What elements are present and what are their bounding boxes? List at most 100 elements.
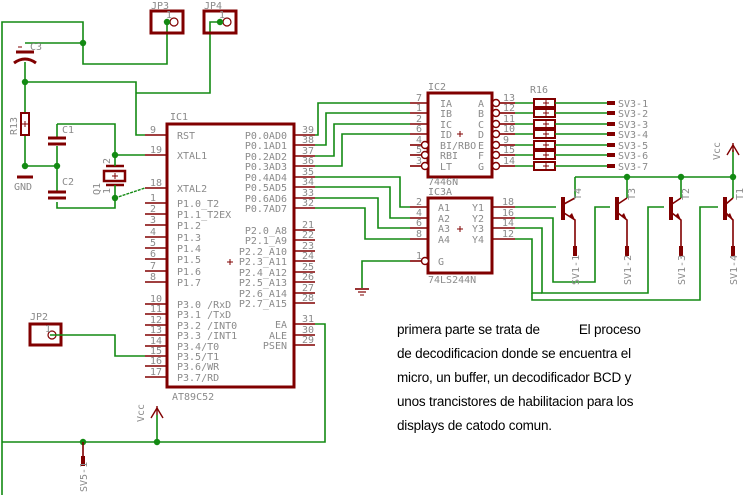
pin-name: P3.5/T1 — [177, 352, 219, 363]
vcc-label: Vcc — [712, 142, 723, 160]
pin-number: 29 — [302, 335, 314, 346]
vcc-arrow — [150, 407, 158, 419]
pin-name: P1.4 — [177, 244, 201, 255]
pin-number: 4 — [416, 208, 422, 219]
pin-name: P1.7 — [177, 278, 201, 289]
inversion-bubble — [491, 150, 501, 160]
inversion-bubble — [420, 150, 430, 160]
junction-dot — [79, 39, 87, 47]
description-line: primera parte se trata de El proceso — [397, 322, 641, 337]
pin-name: IC — [440, 120, 452, 131]
sv1-label: SV1-3 — [677, 255, 688, 285]
vcc-arrow — [726, 144, 734, 156]
pin-number: 1 — [150, 193, 156, 204]
pin-number: 39 — [302, 125, 314, 136]
jp2-label: JP2 — [30, 312, 48, 323]
c1-label: C1 — [62, 125, 74, 136]
transistor-label: T4 — [573, 188, 584, 200]
pin-number: 13 — [503, 93, 515, 104]
pin-name: P1.3 — [177, 233, 201, 244]
pin-name: P2.6_A14 — [239, 289, 287, 300]
inversion-bubble — [420, 140, 430, 150]
pin-name: P2.4_A12 — [239, 268, 287, 279]
inversion-bubble — [491, 140, 501, 150]
pin-number: 1 — [45, 324, 51, 335]
pin-name: P3.3 /INT1 — [177, 331, 237, 342]
connector-pin — [607, 153, 615, 157]
transistor-label: T3 — [627, 188, 638, 200]
vcc-arrow — [732, 144, 740, 156]
transistor-label: T2 — [681, 188, 692, 200]
jp3-connector — [149, 9, 185, 35]
wire — [315, 207, 410, 240]
pin-number: 17 — [150, 367, 162, 378]
pin-number: 22 — [302, 230, 314, 241]
pin-number: 8 — [150, 272, 156, 283]
r16-label: R16 — [530, 85, 548, 96]
pin-number: 1 — [416, 103, 422, 114]
pin-name: P1.1_T2EX — [177, 210, 231, 221]
sv3-label: SV3-2 — [618, 109, 648, 120]
pin-number: 4 — [416, 135, 422, 146]
pin-number: 11 — [503, 114, 515, 125]
pin-number: 9 — [150, 125, 156, 136]
connector-pin — [81, 456, 85, 466]
emitter-arrow — [675, 213, 681, 220]
connector-pin — [607, 143, 615, 147]
pin-name: P0.1AD1 — [245, 141, 287, 152]
pin-name: P2.0_A8 — [245, 226, 287, 237]
ic1-value: AT89C52 — [172, 392, 214, 403]
pin-number: 9 — [503, 135, 509, 146]
pin-number: 10 — [503, 124, 515, 135]
pin-name: EA — [275, 320, 287, 331]
pin-name: A — [478, 99, 484, 110]
sv1-label: SV1-1 — [571, 255, 582, 285]
pin-name: E — [478, 141, 484, 152]
description-line: displays de catodo comun. — [397, 418, 552, 433]
pin-number: 2 — [416, 197, 422, 208]
transistor-collector — [617, 197, 628, 205]
wire — [361, 260, 410, 288]
inversion-bubble — [420, 161, 430, 171]
wire — [315, 112, 410, 146]
pin-number: 8 — [416, 229, 422, 240]
wire — [515, 206, 610, 283]
transistor-collector — [563, 197, 576, 205]
wire — [515, 238, 542, 294]
sv1-label: SV1-2 — [623, 255, 634, 285]
pin-number: 2 — [150, 204, 156, 215]
pin-number: 5 — [416, 145, 422, 156]
description-line: unos trancistores de habilitacion para l… — [397, 394, 634, 409]
junction-dot — [216, 18, 224, 26]
pin-number: 7 — [416, 93, 422, 104]
sv5-label: SV5-1 — [79, 462, 90, 492]
sv3-label: SV3-4 — [618, 130, 648, 141]
connector-pin — [607, 122, 615, 126]
pin-number: 31 — [302, 314, 314, 325]
pin-name: P0.0AD0 — [245, 131, 287, 142]
ic1-body — [165, 122, 296, 389]
emitter-arrow — [621, 213, 627, 220]
pin-number: 12 — [150, 315, 162, 326]
pin-number: 6 — [150, 249, 156, 260]
pin-name: A1 — [438, 203, 450, 214]
pin-name: P2.2_A10 — [239, 247, 287, 258]
pin-name: P0.2AD2 — [245, 152, 287, 163]
inversion-bubble — [491, 129, 501, 139]
wire — [57, 123, 116, 155]
pin-number: 11 — [150, 304, 162, 315]
pin-number: 36 — [302, 156, 314, 167]
connector-pin — [731, 246, 735, 256]
inversion-bubble — [420, 256, 430, 266]
ic2-value: 7446N — [428, 177, 458, 188]
transistor-collector — [671, 197, 682, 205]
pin-name: A4 — [438, 235, 450, 246]
transistor-label: T1 — [735, 188, 746, 200]
q1-label: Q1 — [92, 183, 103, 195]
ic3-body — [426, 196, 494, 275]
connector-pin — [679, 246, 683, 256]
pin-number: 28 — [302, 293, 314, 304]
